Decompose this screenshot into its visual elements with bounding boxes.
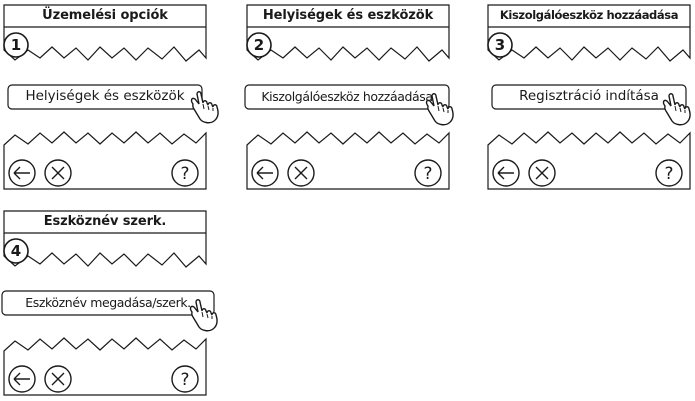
screen-header: Helyiségek és eszközök: [262, 7, 434, 23]
step-panel-1: Üzemelési opciók 1 Helyiségek és eszközö…: [0, 0, 219, 190]
screen-outline: [3, 210, 207, 268]
screen-outline: [3, 4, 207, 62]
arrow-left-icon[interactable]: [7, 158, 37, 188]
step-number: 3: [494, 36, 506, 54]
menu-button[interactable]: Eszköznév megadása/szerk.: [25, 294, 191, 310]
step-number: 2: [253, 36, 265, 54]
button-outline: [491, 84, 687, 110]
menu-button[interactable]: Kiszolgálóeszköz hozzáadása: [261, 88, 433, 104]
svg-text:?: ?: [180, 370, 189, 390]
step-number: 4: [10, 242, 22, 260]
hand-pointer-icon: [662, 93, 691, 126]
svg-text:?: ?: [180, 164, 189, 184]
svg-text:?: ?: [664, 164, 673, 184]
step-panel-3: Kiszolgálóeszköz hozzáadása 3 Regisztrác…: [484, 0, 694, 190]
hand-pointer-icon: [190, 91, 219, 124]
question-icon[interactable]: ?: [170, 158, 200, 188]
arrow-left-icon[interactable]: [7, 364, 37, 394]
question-icon[interactable]: ?: [654, 158, 684, 188]
hand-pointer-icon: [425, 93, 454, 126]
x-circle-icon[interactable]: [43, 158, 73, 188]
menu-button[interactable]: Helyiségek és eszközök: [25, 88, 185, 104]
x-circle-icon[interactable]: [527, 158, 557, 188]
x-circle-icon[interactable]: [286, 158, 316, 188]
question-icon[interactable]: ?: [413, 158, 443, 188]
step-panel-2: Helyiségek és eszközök 2 Kiszolgálóeszkö…: [243, 0, 454, 190]
hand-pointer-icon: [189, 299, 218, 332]
step-panel-4: Eszköznév szerk. 4 Eszköznév megadása/sz…: [0, 206, 218, 396]
screen-header: Kiszolgálóeszköz hozzáadása: [499, 8, 679, 22]
question-icon[interactable]: ?: [170, 364, 200, 394]
svg-text:?: ?: [423, 164, 432, 184]
button-outline: [244, 84, 450, 110]
step-number: 1: [10, 36, 22, 54]
screen-outline: [246, 4, 450, 62]
screen-header: Eszköznév szerk.: [43, 213, 167, 229]
button-outline: [1, 290, 215, 316]
menu-button[interactable]: Regisztráció indítása: [519, 88, 659, 104]
screen-header: Üzemelési opciók: [42, 7, 168, 23]
arrow-left-icon[interactable]: [491, 158, 521, 188]
arrow-left-icon[interactable]: [250, 158, 280, 188]
x-circle-icon[interactable]: [43, 364, 73, 394]
screen-outline: [487, 4, 691, 62]
